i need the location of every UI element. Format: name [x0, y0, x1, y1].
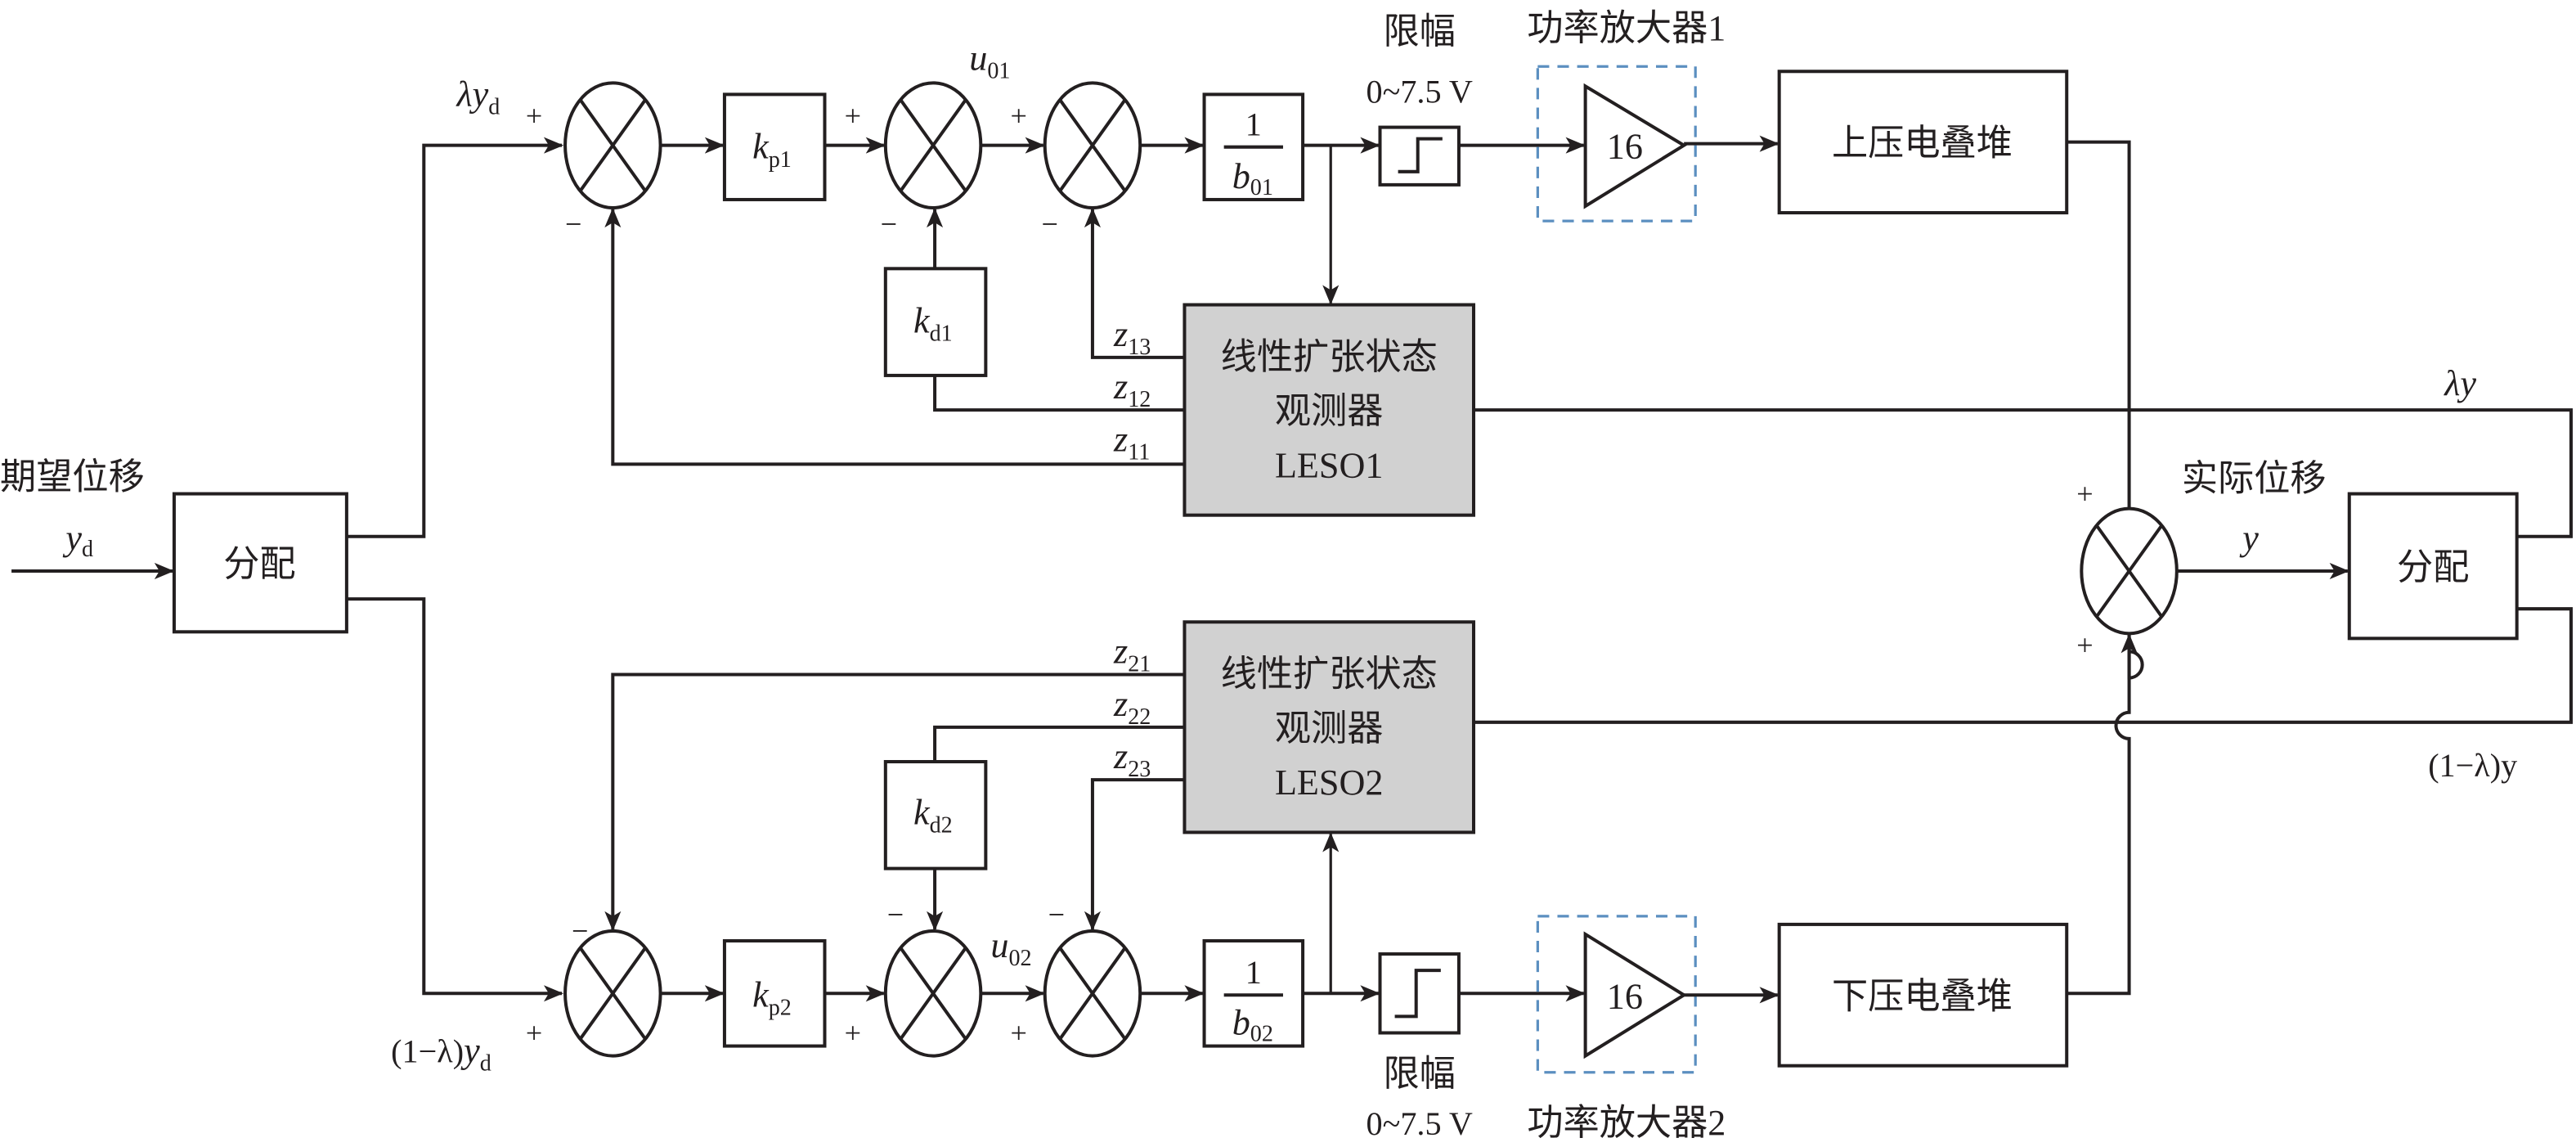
svg-text:观测器: 观测器: [1275, 708, 1384, 749]
z11-label: z11: [1113, 419, 1150, 465]
leso2-block: 线性扩张状态 观测器 LESO2: [1183, 620, 1476, 834]
svg-text:16: 16: [1607, 976, 1643, 1016]
output-sum-junction: [2080, 506, 2179, 636]
z21-wire: [604, 672, 1185, 931]
bottom-sum-junction-2: [883, 929, 983, 1058]
top-u-label: u01: [969, 38, 1010, 83]
svg-text:线性扩张状态: 线性扩张状态: [1221, 337, 1438, 377]
svg-text:kp1: kp1: [752, 127, 792, 173]
top-limiter-range: 0~7.5 V: [1367, 73, 1473, 110]
bottom-amp-title: 功率放大器2: [1527, 1103, 1726, 1143]
bottom-limiter-block: [1378, 952, 1461, 1035]
svg-text:LESO2: LESO2: [1275, 762, 1384, 803]
bottom-kp-block: kp2: [722, 938, 827, 1048]
svg-text:1: 1: [1245, 106, 1262, 143]
bottom-limiter-title: 限幅: [1384, 1054, 1456, 1094]
z13-wire: [1084, 208, 1185, 359]
bottom-reference-wire: [346, 597, 564, 1002]
svg-text:1: 1: [1245, 954, 1262, 991]
leso1-block: 线性扩张状态 观测器 LESO1: [1183, 303, 1476, 517]
z13-label: z13: [1113, 314, 1151, 360]
top-j3-plus: +: [1010, 100, 1026, 133]
top-power-amplifier: 16: [1536, 65, 1697, 223]
z12-label: z12: [1113, 367, 1151, 412]
lambda-y-label: λy: [2443, 363, 2476, 403]
z11-wire: [604, 208, 1185, 466]
svg-text:b02: b02: [1232, 1003, 1273, 1047]
bottom-sum-junction-3: [1043, 929, 1142, 1058]
lambda-y-feedback-wire: [1474, 408, 2573, 538]
bottom-j2-plus: +: [845, 1017, 861, 1050]
bottom-j2-minus: −: [887, 898, 904, 931]
bottom-power-amplifier: 16: [1536, 915, 1697, 1074]
z22-label: z22: [1113, 684, 1151, 730]
z12-wire: [933, 375, 1185, 412]
top-sum-junction-3: [1043, 81, 1142, 210]
top-j3-minus: −: [1042, 208, 1058, 241]
svg-text:kd2: kd2: [913, 792, 953, 838]
svg-text:b01: b01: [1232, 156, 1273, 200]
bottom-j1-plus: +: [526, 1017, 542, 1050]
top-amp-title: 功率放大器1: [1527, 8, 1726, 48]
top-reference-wire: [346, 137, 564, 538]
top-kd-block: kd1: [883, 267, 988, 377]
output-title: 实际位移: [2182, 459, 2327, 499]
one-minus-lambda-y-feedback-wire: [1474, 607, 2573, 724]
splitter-right-block: 分配: [2347, 492, 2519, 641]
z21-label: z21: [1113, 631, 1151, 677]
input-signal-label: yd: [62, 518, 93, 562]
z23-label: z23: [1113, 736, 1151, 782]
z22-wire: [933, 725, 1185, 762]
svg-text:分配: 分配: [2397, 547, 2469, 587]
svg-text:kp2: kp2: [752, 974, 792, 1020]
top-j1-minus: −: [565, 208, 581, 241]
top-sum-junction-2: [883, 81, 983, 210]
top-limiter-title: 限幅: [1384, 11, 1456, 52]
svg-text:16: 16: [1607, 127, 1643, 167]
splitter-left-label: 分配: [223, 544, 295, 584]
svg-text:下压电叠堆: 下压电叠堆: [1832, 976, 2013, 1016]
top-sum-junction-1: [563, 81, 662, 210]
bottom-actuator-output-wire: [2067, 633, 2138, 996]
top-j1-plus: +: [526, 100, 542, 133]
bottom-j3-minus: −: [1048, 898, 1065, 931]
top-j2-minus: −: [881, 208, 897, 241]
svg-text:LESO1: LESO1: [1275, 445, 1384, 485]
bottom-u-label: u02: [990, 925, 1031, 971]
bottom-j3-plus: +: [1010, 1017, 1026, 1050]
bottom-kd-block: kd2: [883, 760, 988, 870]
bottom-piezo-stack-block: 下压电叠堆: [1777, 922, 2069, 1068]
output-signal-label: y: [2239, 518, 2259, 558]
top-j2-plus: +: [845, 100, 861, 133]
bottom-inverse-b-block: 1 b02: [1202, 938, 1305, 1048]
one-minus-lambda-y-label: (1−λ)y: [2428, 747, 2517, 784]
svg-text:上压电叠堆: 上压电叠堆: [1832, 124, 2013, 164]
bottom-reference-label: (1−λ)yd: [391, 1031, 491, 1077]
bottom-sum-junction-1: [563, 929, 662, 1058]
input-title: 期望位移: [0, 457, 145, 497]
bottom-j1-minus: −: [572, 915, 588, 947]
bottom-limiter-range: 0~7.5 V: [1367, 1105, 1473, 1142]
output-j-plus-top: +: [2076, 478, 2093, 511]
top-kp-block: kp1: [722, 92, 827, 201]
top-inverse-b-block: 1 b01: [1202, 92, 1305, 201]
z23-wire: [1084, 778, 1185, 931]
top-limiter-block: [1378, 125, 1461, 187]
svg-text:线性扩张状态: 线性扩张状态: [1221, 654, 1438, 695]
top-piezo-stack-block: 上压电叠堆: [1777, 70, 2069, 215]
splitter-left-block: 分配: [172, 492, 348, 634]
svg-text:kd1: kd1: [913, 301, 953, 347]
top-reference-label: λyd: [455, 74, 500, 119]
output-j-plus-bottom: +: [2076, 628, 2093, 661]
svg-text:观测器: 观测器: [1275, 391, 1384, 431]
